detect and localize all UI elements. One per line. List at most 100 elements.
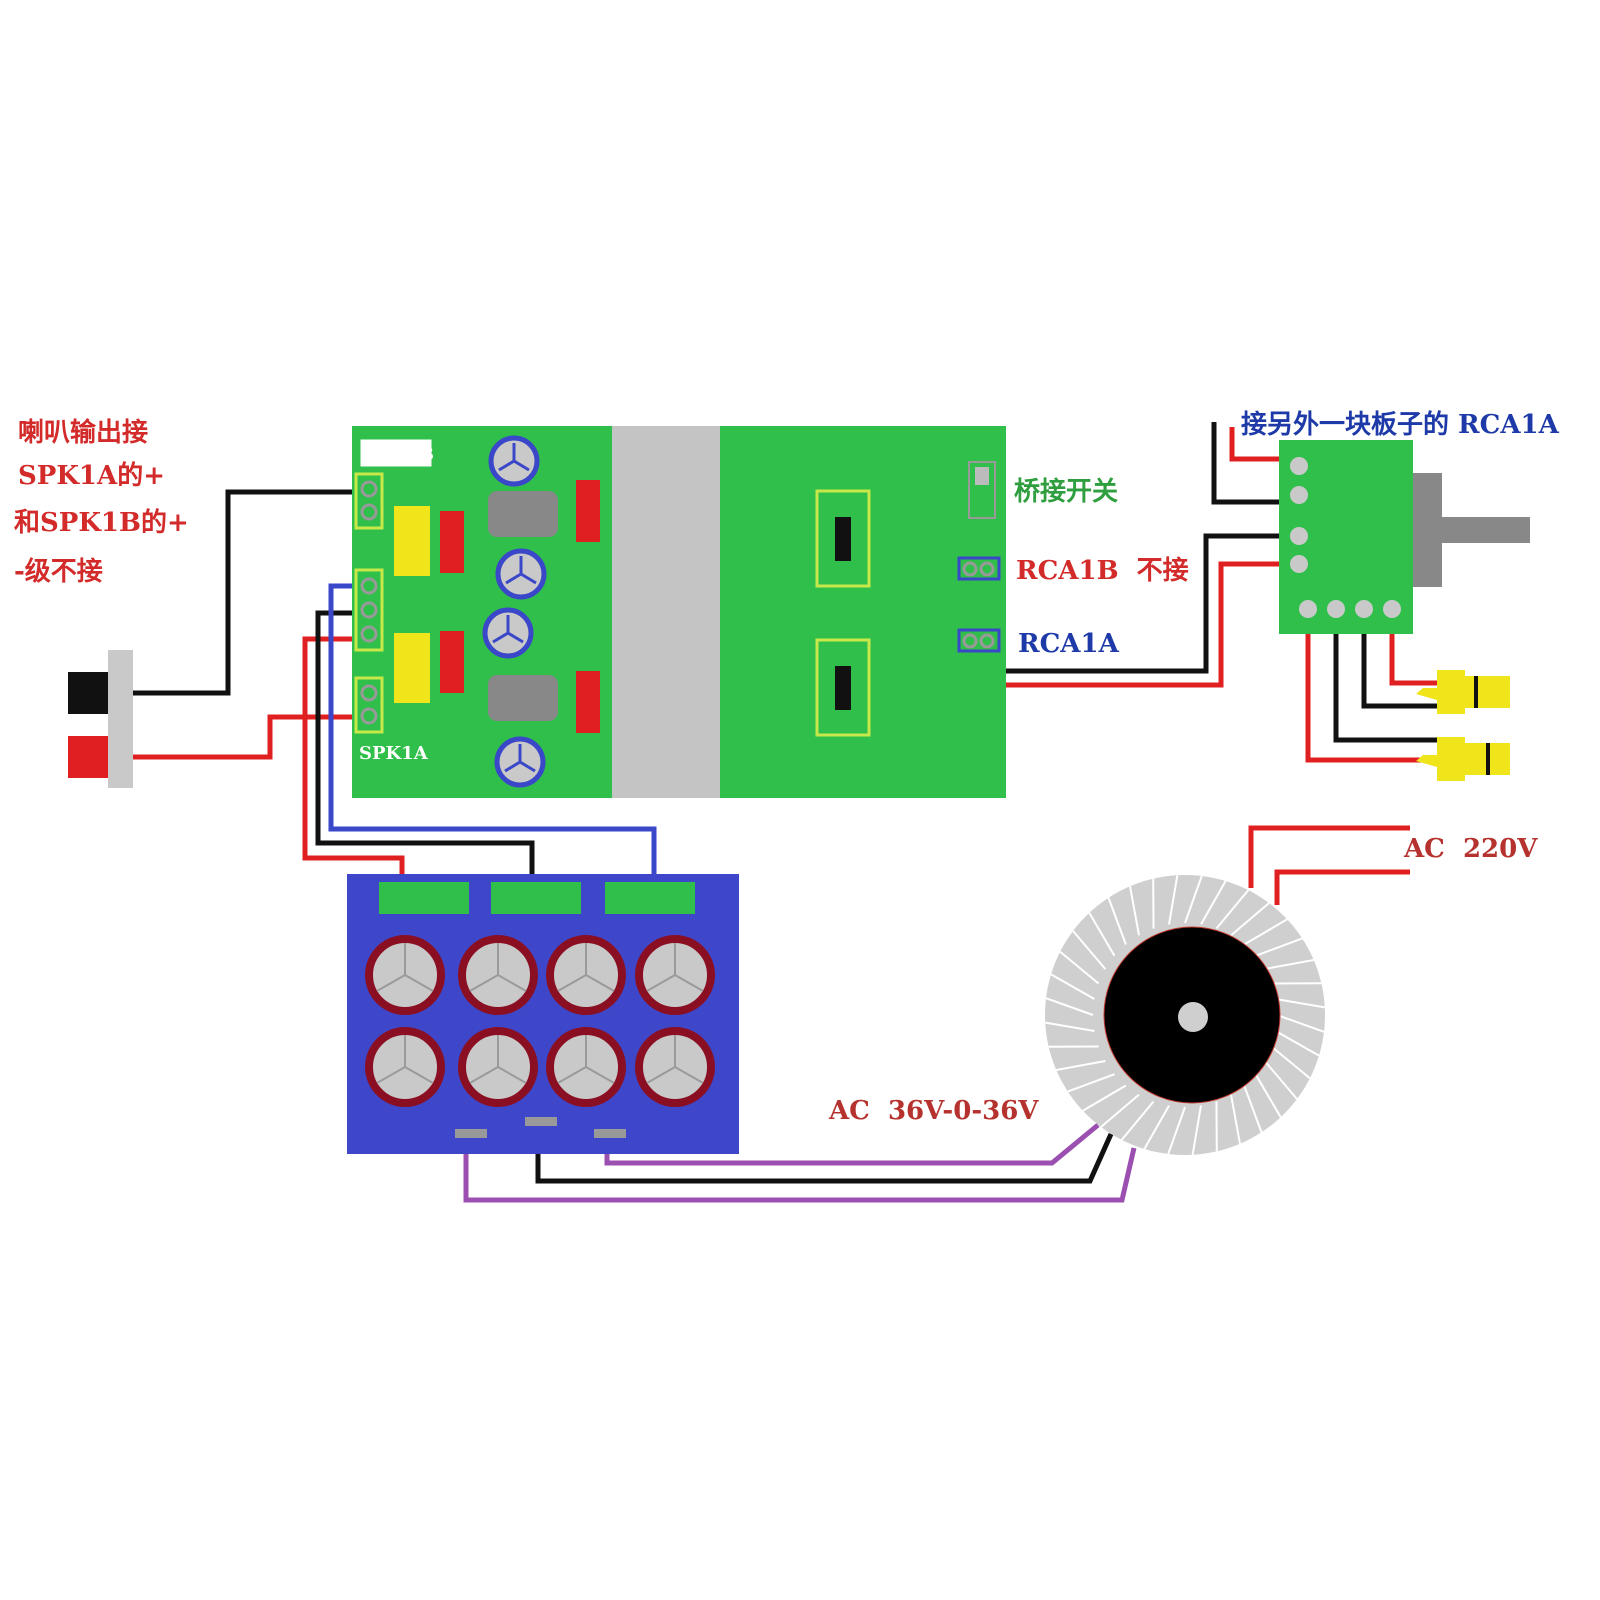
small-caps xyxy=(482,435,547,788)
bridge-switch-label: 桥接开关 xyxy=(1014,477,1118,507)
ic-outline-1 xyxy=(815,489,871,588)
rca1a-header xyxy=(957,628,1001,653)
wire-other-black xyxy=(1211,422,1293,505)
pot-shaft xyxy=(1442,517,1530,543)
psu-terminal-2 xyxy=(491,882,581,914)
ac-secondary-label: AC 36V-0-36V xyxy=(828,1096,1039,1126)
wire-mains-2 xyxy=(1274,869,1410,905)
winding-line xyxy=(1067,1073,1115,1093)
winding-line xyxy=(1243,918,1288,946)
psu-board xyxy=(347,874,739,1154)
yellow-cap-1 xyxy=(394,506,430,576)
wire-jack1-black xyxy=(1361,608,1455,709)
inductor-1 xyxy=(488,491,558,537)
pot-pads xyxy=(1290,457,1401,618)
bridge-switch-knob xyxy=(975,467,989,485)
rca1b-header xyxy=(957,556,1001,581)
winding-line xyxy=(1263,1060,1298,1100)
winding-line xyxy=(1191,1105,1202,1155)
spk1a-label: SPK1A xyxy=(359,743,429,764)
other-board-label: 接另外一块板子的 RCA1A xyxy=(1241,409,1560,440)
wire-jack2-black xyxy=(1333,608,1455,743)
psu-terminal-1 xyxy=(379,882,469,914)
winding-line xyxy=(1275,998,1325,1009)
red-resistor-4 xyxy=(576,671,600,733)
yellow-cap-2 xyxy=(394,633,430,703)
winding-line xyxy=(1215,889,1250,930)
speaker-note-line-3: 和SPK1B的+ xyxy=(14,507,189,538)
spk1b-label: SPK1B xyxy=(364,444,434,465)
wire-psu-blue xyxy=(328,583,657,882)
red-resistor-2 xyxy=(440,631,464,693)
winding-line xyxy=(1254,1073,1282,1118)
winding-line xyxy=(1100,1093,1140,1128)
potentiometer-board xyxy=(1279,440,1530,634)
winding-line xyxy=(1045,1021,1095,1032)
inductor-2 xyxy=(488,675,558,721)
toroid-windings xyxy=(1045,875,1325,1155)
spk1b-terminal xyxy=(354,472,384,530)
psu-pad-2 xyxy=(525,1117,557,1126)
wire-mains-1 xyxy=(1248,825,1410,888)
winding-line xyxy=(1059,950,1100,985)
pot-body xyxy=(1413,473,1442,587)
winding-line xyxy=(1243,1085,1263,1133)
wire-psu-red xyxy=(302,636,405,882)
winding-line xyxy=(1056,1060,1106,1071)
ac-mains-label: AC 220V xyxy=(1403,834,1538,864)
wire-other-red xyxy=(1229,427,1293,462)
winding-line xyxy=(1200,880,1227,925)
winding-line xyxy=(1275,1030,1320,1057)
winding-line xyxy=(1264,959,1314,970)
wire-sec-purple-2 xyxy=(463,1135,1137,1203)
winding-line xyxy=(1184,875,1203,924)
toroidal-transformer xyxy=(1045,875,1325,1155)
spk1b-silk-box xyxy=(360,439,432,467)
winding-line xyxy=(1168,875,1179,925)
winding-line xyxy=(1088,912,1116,957)
rca1a-label: RCA1A xyxy=(1018,629,1120,659)
rca-jack-2 xyxy=(1416,737,1510,781)
winding-line xyxy=(1276,1014,1325,1033)
heatsink xyxy=(612,426,720,798)
speaker-note: 喇叭输出接 SPK1A的+ 和SPK1B的+ -级不接 xyxy=(14,417,189,587)
red-resistor-1 xyxy=(440,511,464,573)
psu-capacitors xyxy=(365,935,715,1107)
winding-line xyxy=(1129,886,1140,936)
wire-psu-black xyxy=(315,610,535,882)
winding-line xyxy=(1082,1084,1127,1112)
amplifier-board: SPK1B SPK1A xyxy=(352,426,1006,798)
winding-line xyxy=(1120,1100,1155,1141)
terminal-plate xyxy=(108,650,133,788)
winding-line xyxy=(1270,1045,1311,1080)
power-terminal xyxy=(354,568,384,652)
winding-line xyxy=(1072,930,1107,970)
speaker-note-line-4: -级不接 xyxy=(14,556,103,587)
ic-2 xyxy=(835,666,851,710)
wire-jack2-red xyxy=(1305,608,1455,763)
terminal-black xyxy=(68,672,108,714)
terminal-red xyxy=(68,736,108,778)
rca1b-label: RCA1B 不接 xyxy=(1016,556,1189,586)
winding-line xyxy=(1143,1105,1170,1150)
speaker-note-line-2: SPK1A的+ xyxy=(18,460,165,491)
toroid-hole xyxy=(1178,1002,1208,1032)
winding-line xyxy=(1050,973,1095,1000)
rca-jack-1 xyxy=(1416,670,1510,714)
spk1a-terminal xyxy=(354,676,384,734)
ic-1 xyxy=(835,517,851,561)
speaker-terminal xyxy=(68,650,133,788)
winding-line xyxy=(1255,937,1303,957)
psu-pad-3 xyxy=(594,1129,626,1138)
bridge-switch xyxy=(968,461,996,519)
winding-line xyxy=(1167,1106,1186,1155)
red-resistor-3 xyxy=(576,480,600,542)
wire-speaker-black xyxy=(132,489,368,696)
winding-line xyxy=(1230,902,1270,937)
ic-outline-2 xyxy=(815,638,871,737)
winding-line xyxy=(1107,897,1127,945)
psu-terminal-3 xyxy=(605,882,695,914)
psu-pad-1 xyxy=(455,1129,487,1138)
winding-line xyxy=(1230,1094,1241,1144)
